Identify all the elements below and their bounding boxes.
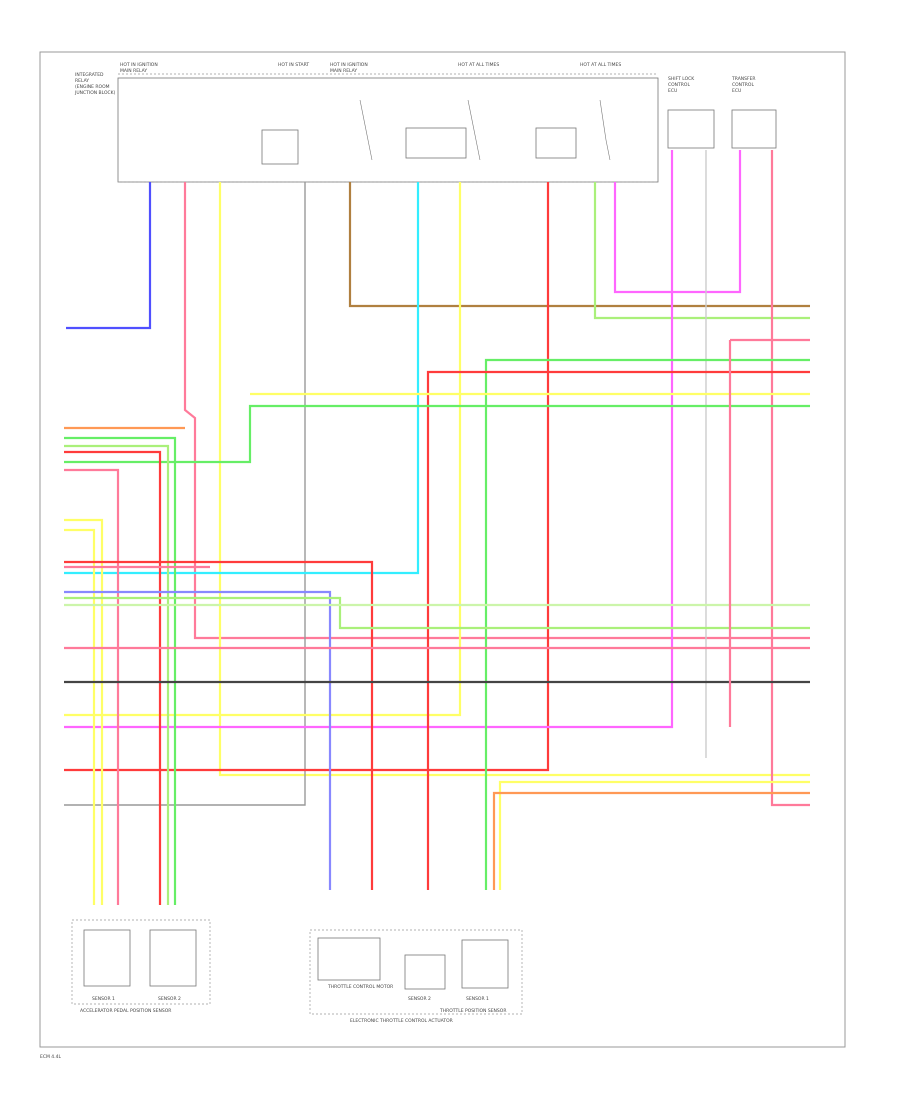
wire-magenta-1 (613, 150, 742, 294)
svg-text:HOT IN IGNITION: HOT IN IGNITION (120, 62, 158, 68)
wire-green-2 (64, 404, 810, 464)
svg-text:SHIFT LOCK: SHIFT LOCK (668, 76, 695, 82)
hot-all-label: HOT AT ALL TIMES (458, 62, 499, 68)
svg-text:JUNCTION BLOCK): JUNCTION BLOCK) (74, 90, 116, 96)
svg-text:THROTTLE CONTROL MOTOR: THROTTLE CONTROL MOTOR (327, 984, 393, 990)
relay-label-2: RELAY (75, 78, 89, 84)
wire-red-4 (64, 560, 374, 890)
svg-text:ECU: ECU (668, 88, 677, 94)
footer-label: ECM 4.4L (40, 1054, 61, 1060)
transfer-label-2: CONTROL (732, 82, 754, 88)
svg-text:SENSOR 1: SENSOR 1 (466, 996, 489, 1002)
throttle-motor-label: THROTTLE CONTROL MOTOR (327, 984, 393, 990)
svg-text:CONTROL: CONTROL (732, 82, 754, 88)
shift-lock-label-3: ECU (668, 88, 677, 94)
ign-a-label-2: MAIN RELAY (120, 68, 147, 74)
transfer-label-3: ECU (732, 88, 741, 94)
svg-text:HOT AT ALL TIMES: HOT AT ALL TIMES (580, 62, 621, 68)
ign-a-label-1: HOT IN IGNITION (120, 62, 158, 68)
throttle-sensor-1 (461, 939, 509, 989)
svg-text:RELAY: RELAY (75, 78, 89, 84)
svg-text:MAIN RELAY: MAIN RELAY (120, 68, 147, 74)
wire-green-1 (484, 358, 810, 890)
wire-red-3 (64, 450, 162, 905)
ign-b-label-1: HOT IN IGNITION (330, 62, 368, 68)
wire-pink-2 (770, 150, 810, 807)
shift-lock-label-2: CONTROL (668, 82, 690, 88)
svg-text:THROTTLE POSITION SENSOR: THROTTLE POSITION SENSOR (439, 1008, 506, 1014)
transfer-label-1: TRANSFER (731, 76, 756, 82)
sensor1-right-label: SENSOR 1 (466, 996, 489, 1002)
wire-green-3 (64, 436, 177, 905)
bottom-components (71, 919, 523, 1015)
relay-label-4: JUNCTION BLOCK) (74, 90, 116, 96)
hot-st-label: HOT IN START (278, 62, 309, 68)
bottom-labels: SENSOR 1 SENSOR 2 ACCELERATOR PEDAL POSI… (80, 984, 506, 1024)
sensor2-left-label: SENSOR 2 (158, 996, 181, 1002)
shift-lock-ecu-box (667, 109, 715, 149)
wire-lightgreen-2 (64, 596, 810, 630)
pedal-sensor-1 (83, 929, 131, 987)
sensor1-left-label: SENSOR 1 (92, 996, 115, 1002)
top-labels: INTEGRATED RELAY (ENGINE ROOM JUNCTION B… (74, 62, 756, 96)
svg-text:HOT AT ALL TIMES: HOT AT ALL TIMES (458, 62, 499, 68)
pedal-caption: ACCELERATOR PEDAL POSITION SENSOR (80, 1008, 171, 1014)
ign-b-label-2: MAIN RELAY (330, 68, 357, 74)
hot-all-label-2: HOT AT ALL TIMES (580, 62, 621, 68)
svg-text:ECM 4.4L: ECM 4.4L (40, 1054, 61, 1060)
wire-yellow-5 (64, 528, 96, 905)
ecm-top-block (117, 77, 659, 183)
relay-label-3: (ENGINE ROOM (75, 84, 110, 90)
svg-text:HOT IN START: HOT IN START (278, 62, 309, 68)
wire-magenta-2 (64, 150, 674, 729)
pedal-sensor-2 (149, 929, 197, 987)
top-components (117, 73, 777, 183)
wire-pink-3 (64, 468, 120, 905)
wire-yellow-6 (498, 780, 810, 890)
svg-text:HOT IN IGNITION: HOT IN IGNITION (330, 62, 368, 68)
wire-yellow-4 (64, 518, 104, 905)
svg-text:CONTROL: CONTROL (668, 82, 690, 88)
wire-yellow-2 (64, 182, 462, 717)
wire-blue (66, 182, 152, 330)
shift-lock-label-1: SHIFT LOCK (668, 76, 695, 82)
wire-red-1 (64, 182, 550, 772)
svg-text:ELECTRONIC THROTTLE CONTROL AC: ELECTRONIC THROTTLE CONTROL ACTUATOR (350, 1018, 453, 1024)
throttle-caption: THROTTLE POSITION SENSOR (439, 1008, 506, 1014)
sensor2-right-label: SENSOR 2 (408, 996, 431, 1002)
throttle-motor-box (317, 937, 381, 981)
transfer-ecu-box (731, 109, 777, 149)
wire-red-2 (426, 370, 810, 890)
diagram-border (39, 51, 846, 1048)
svg-text:SENSOR 2: SENSOR 2 (158, 996, 181, 1002)
svg-text:SENSOR 1: SENSOR 1 (92, 996, 115, 1002)
wire-yellow-1 (218, 182, 810, 777)
svg-text:SENSOR 2: SENSOR 2 (408, 996, 431, 1002)
wire-lightgreen-1 (593, 182, 810, 320)
wire-orange-2 (492, 791, 810, 890)
wire-violet (64, 590, 332, 890)
wire-pink-1 (183, 182, 810, 640)
svg-text:INTEGRATED: INTEGRATED (75, 72, 104, 78)
wire-cyan (64, 182, 420, 575)
wire-brown (348, 182, 810, 308)
svg-text:TRANSFER: TRANSFER (731, 76, 756, 82)
etcs-caption: ELECTRONIC THROTTLE CONTROL ACTUATOR (350, 1018, 453, 1024)
throttle-sensor-2 (404, 954, 446, 990)
wire-green-4 (64, 444, 170, 905)
wire-gray-1 (64, 182, 306, 806)
relay-label-1: INTEGRATED (75, 72, 104, 78)
svg-text:ACCELERATOR PEDAL POSITION SEN: ACCELERATOR PEDAL POSITION SENSOR (80, 1008, 171, 1014)
svg-text:MAIN RELAY: MAIN RELAY (330, 68, 357, 74)
svg-text:(ENGINE ROOM: (ENGINE ROOM (75, 84, 110, 90)
svg-text:ECU: ECU (732, 88, 741, 94)
wires (64, 150, 810, 905)
relay-box (261, 129, 299, 165)
